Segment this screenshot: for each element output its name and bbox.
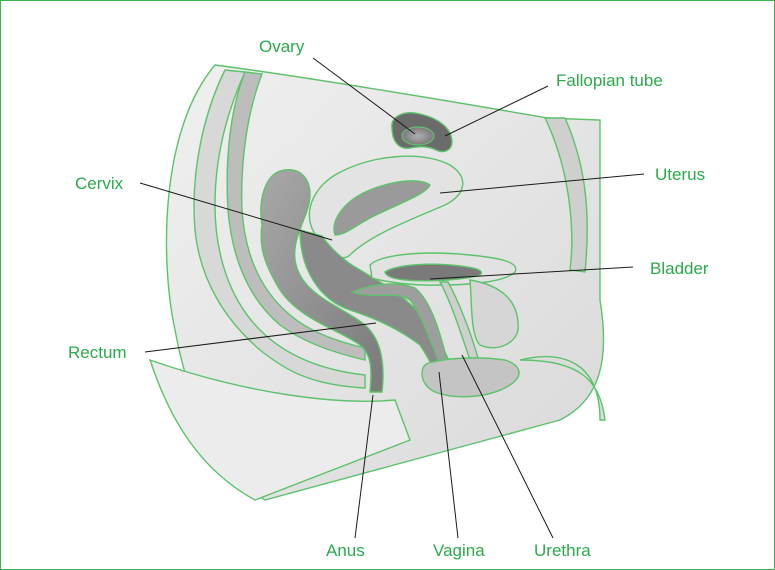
label-cervix: Cervix <box>75 174 124 193</box>
label-ovary: Ovary <box>259 37 305 56</box>
label-urethra: Urethra <box>534 541 591 560</box>
label-anus: Anus <box>326 541 365 560</box>
label-bladder: Bladder <box>650 259 709 278</box>
label-uterus: Uterus <box>655 165 705 184</box>
label-vagina: Vagina <box>433 541 485 560</box>
label-fallopian-tube: Fallopian tube <box>556 71 663 90</box>
label-rectum: Rectum <box>68 343 127 362</box>
